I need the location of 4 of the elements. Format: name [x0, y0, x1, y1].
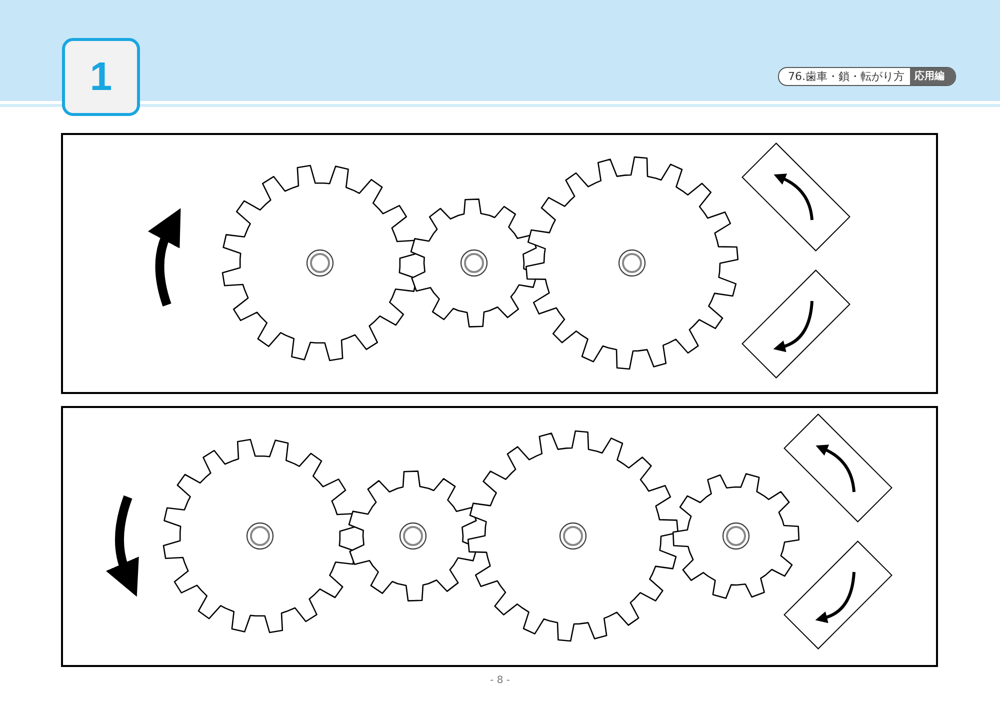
- title-text: 76.歯車・鎖・転がり方: [787, 69, 906, 85]
- problem-number: 1: [62, 38, 140, 116]
- page-number: - 8 -: [489, 675, 511, 686]
- level-badge: 応用編: [910, 68, 954, 85]
